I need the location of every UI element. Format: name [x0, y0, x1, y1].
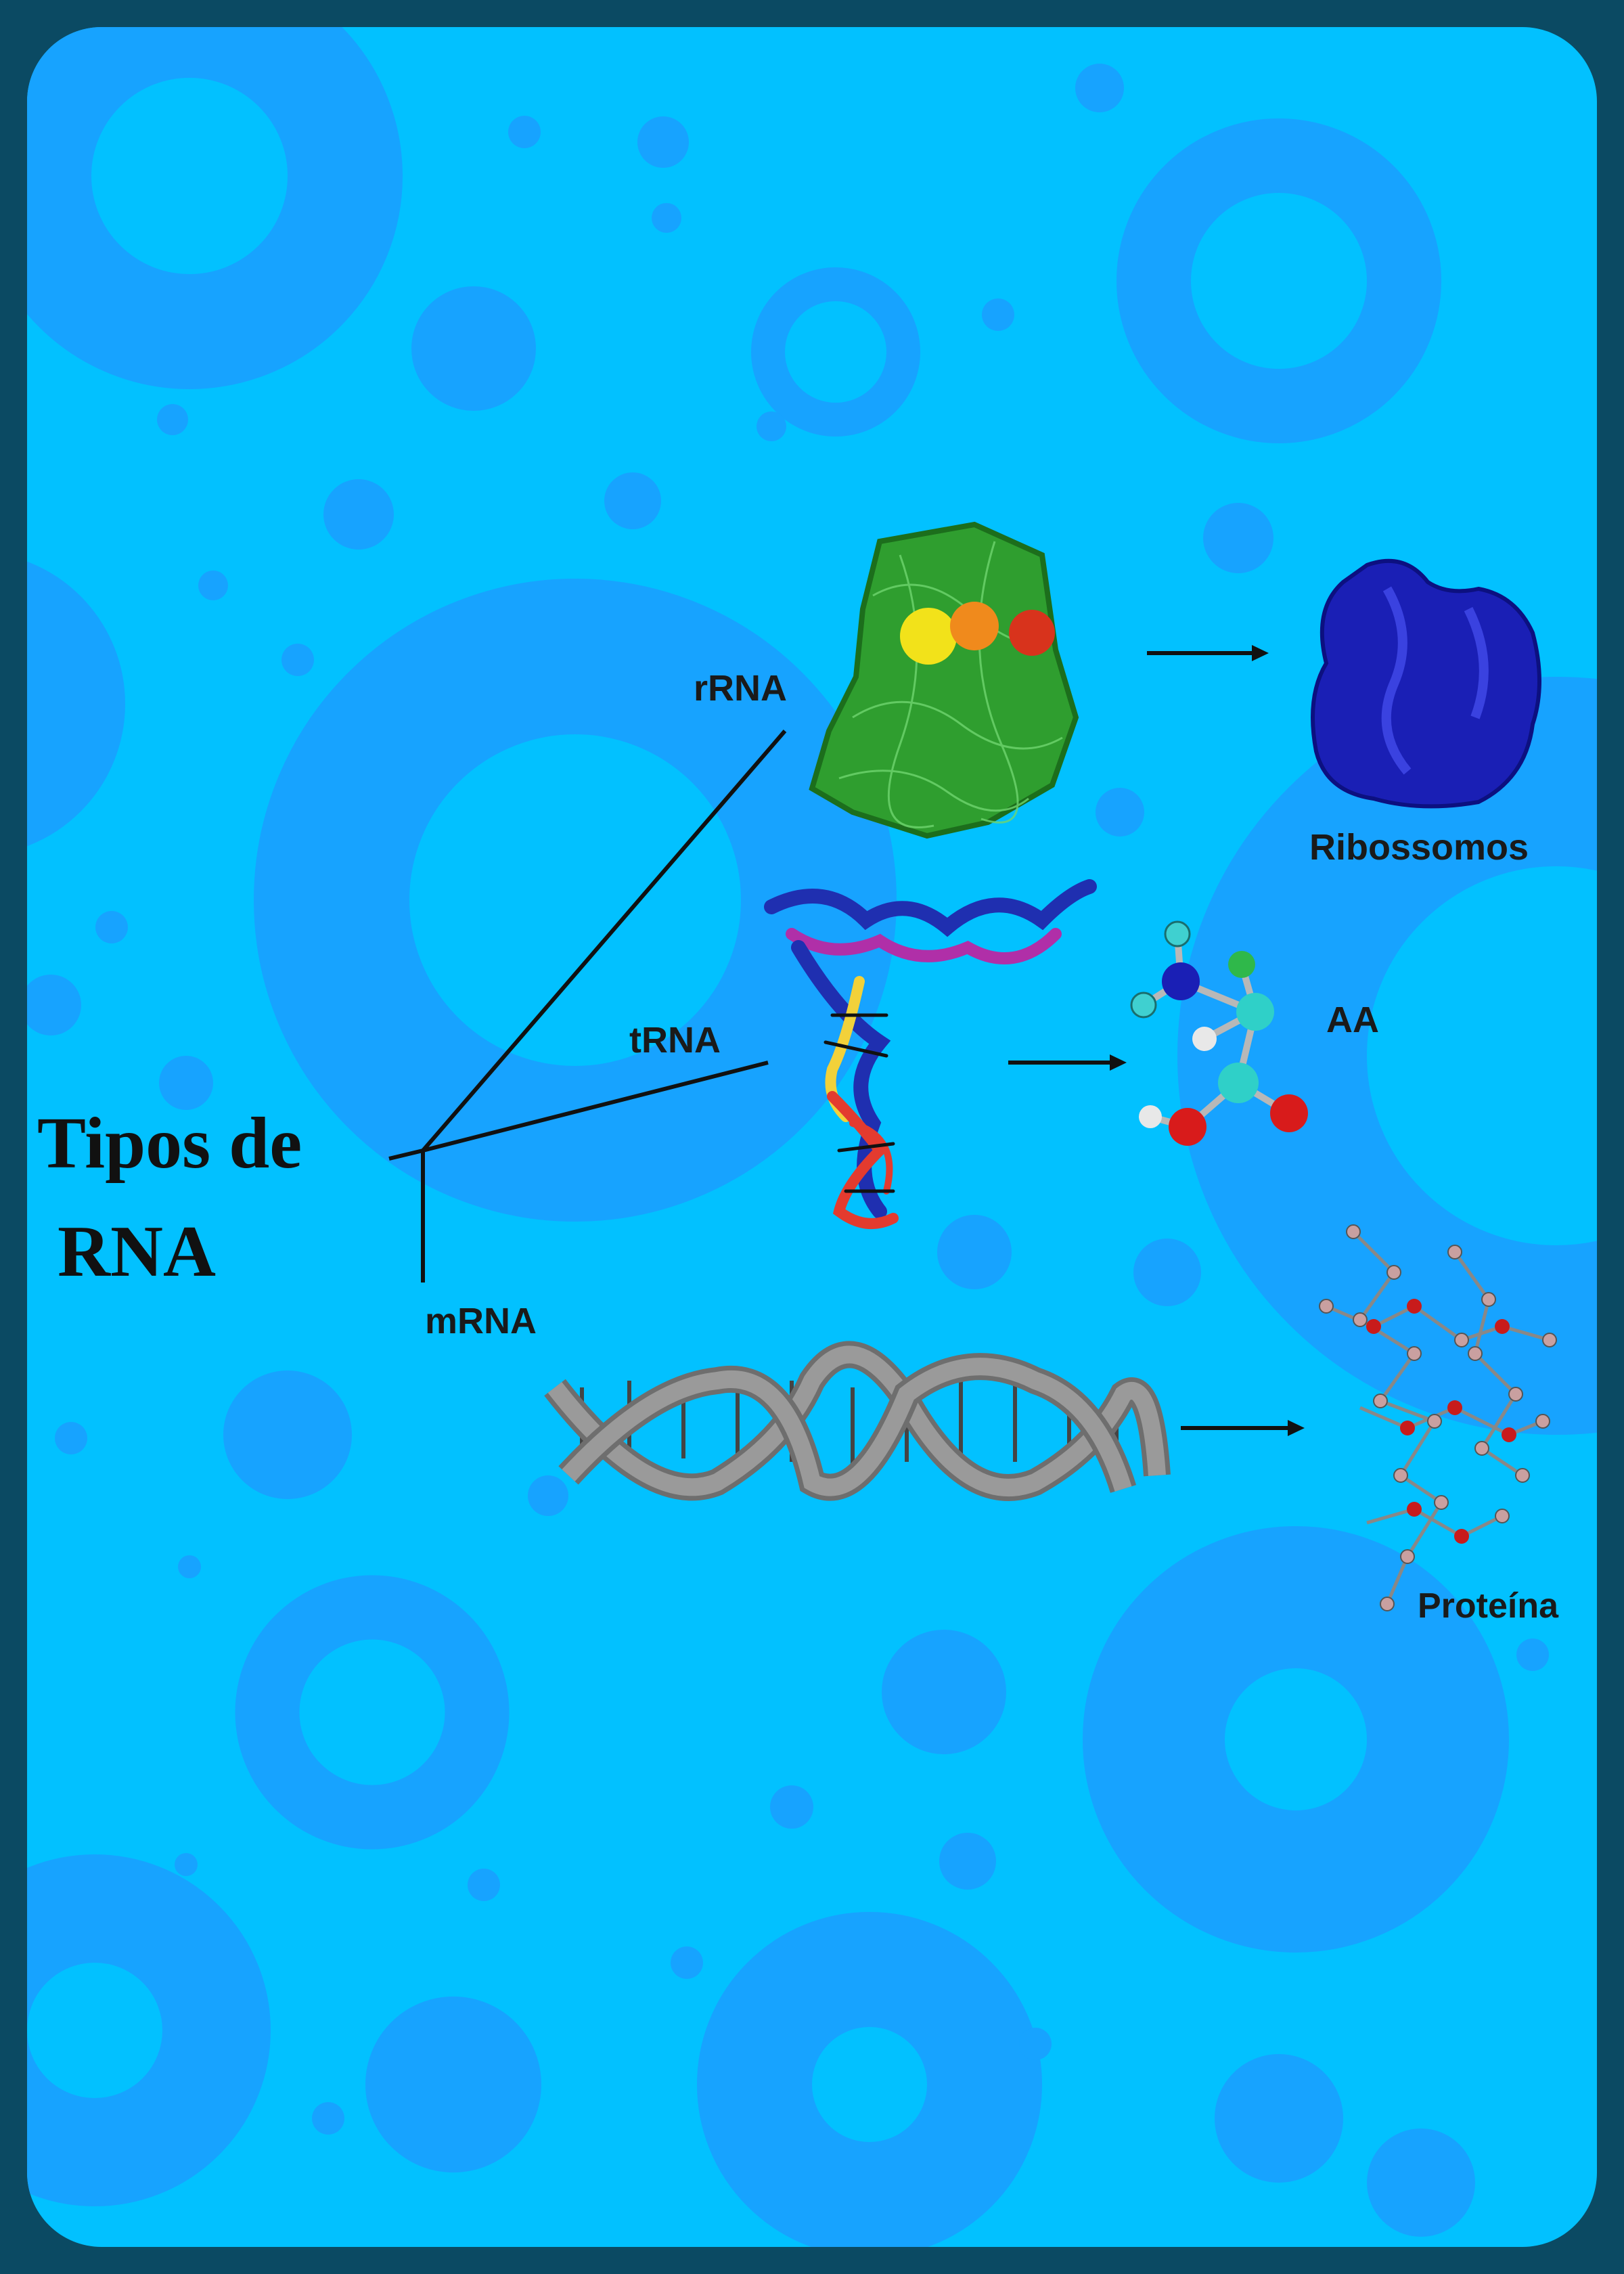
ribosome-image: [1311, 558, 1541, 809]
rrna-branch-line: [421, 730, 787, 1152]
diagram: Tipos de RNA rRNA tRNA mRNA: [27, 27, 1597, 2247]
mrna-label: mRNA: [425, 1301, 537, 1341]
branch-lines: [388, 730, 787, 1283]
diagram-title-line2: RNA: [58, 1211, 216, 1292]
aa-label: AA: [1326, 1000, 1379, 1040]
trna-branch-line: [422, 1061, 769, 1153]
trna-structure-image: [764, 879, 1097, 1229]
card: Tipos de RNA rRNA tRNA mRNA: [27, 27, 1597, 2247]
background-dots: [27, 64, 1549, 2237]
mrna-helix-image: [544, 1341, 1171, 1501]
amino-acid-image: [1130, 920, 1308, 1146]
proteina-label: Proteína: [1418, 1586, 1559, 1626]
title-connector-line: [388, 1149, 424, 1161]
rrna-structure-image: [809, 521, 1079, 839]
ribossomos-label: Ribossomos: [1309, 827, 1529, 868]
rrna-label: rRNA: [694, 668, 787, 709]
trna-label: tRNA: [629, 1020, 721, 1061]
protein-image: [1319, 1224, 1557, 1611]
diagram-title-line1: Tipos de: [37, 1103, 302, 1184]
